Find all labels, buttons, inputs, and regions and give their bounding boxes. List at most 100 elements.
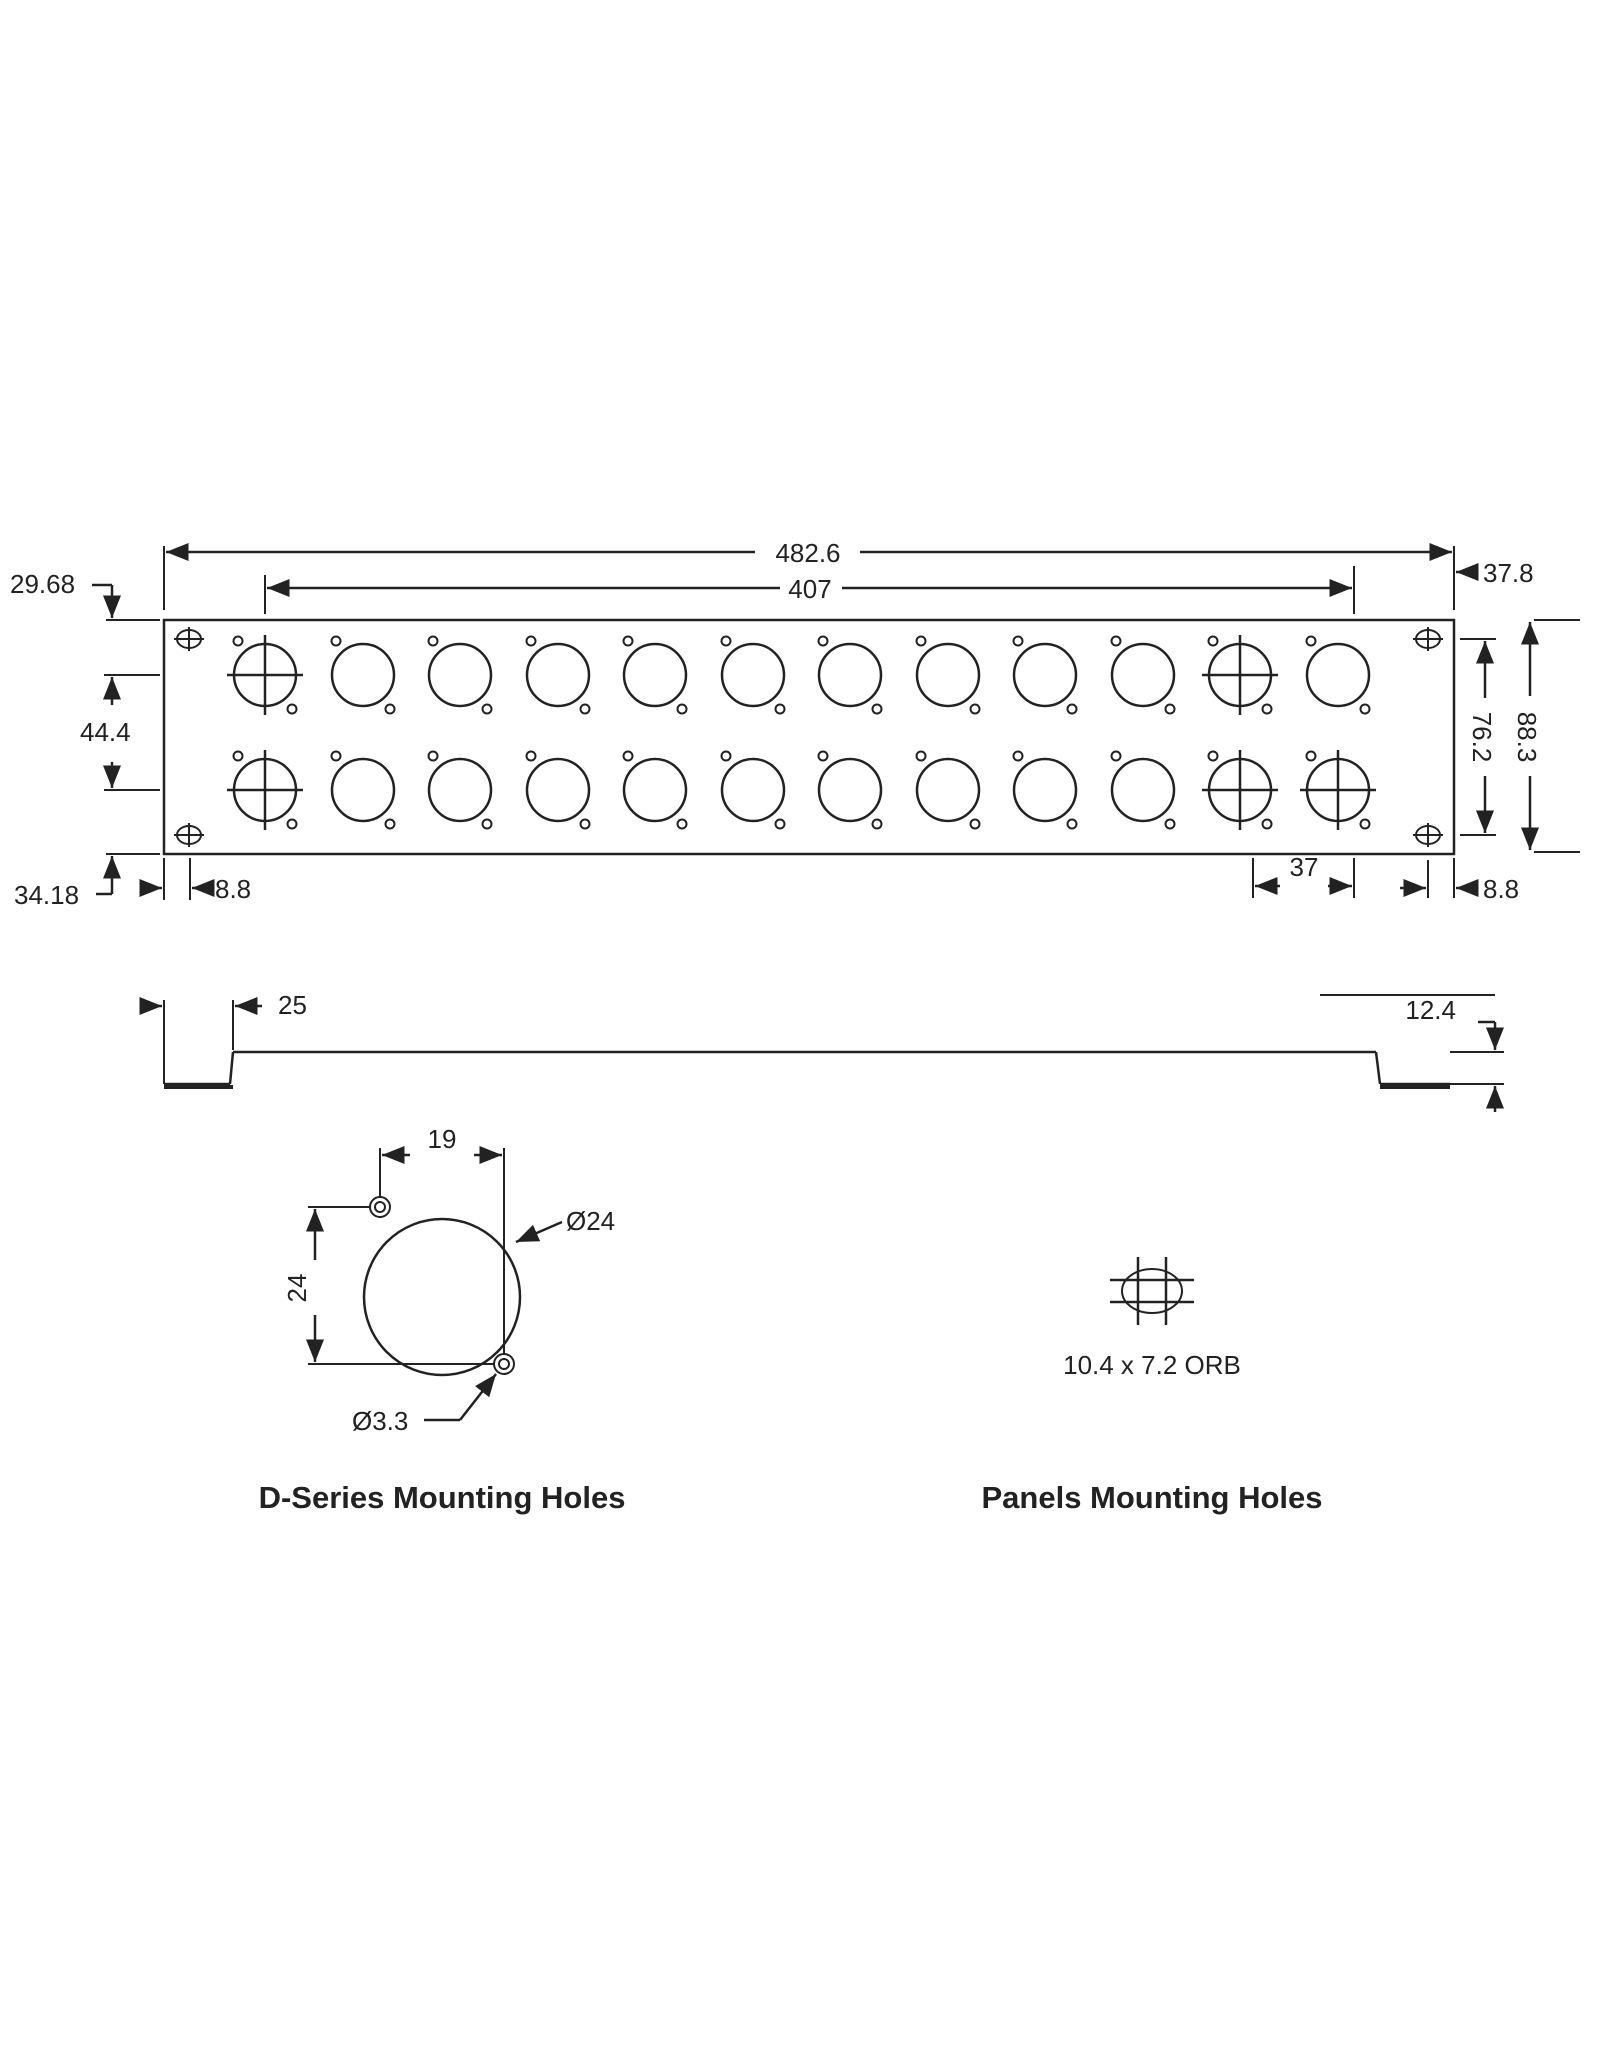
d-series-cutout [362,1217,522,1377]
connector-hole [227,750,303,830]
screw-hole-diameter-label: Ø3.3 [352,1406,408,1436]
right-mount-offset-label: 8.8 [1483,874,1519,904]
connector-screw-hole [286,818,298,830]
connector-hole [427,635,493,715]
hole-span-label: 407 [788,574,831,604]
dim-bottom-margin: 34.18 [14,853,160,910]
connector-hole [720,750,786,830]
connector-screw-hole [232,750,244,762]
rack-mount-hole [1413,627,1443,651]
screw-spacing-label: 19 [428,1124,457,1154]
row-spacing-label: 44.4 [80,717,131,747]
dim-right-mount-offset: 8.8 [1400,858,1519,904]
connector-screw-hole [1164,818,1176,830]
connector-screw-hole [330,750,342,762]
connector-screw-hole [1359,703,1371,715]
connector-screw-hole [969,703,981,715]
connector-hole [525,750,591,830]
connector-screw-hole [622,750,634,762]
front-view [162,618,1456,856]
connector-screw-hole [1305,635,1317,647]
connector-screw-hole [1207,635,1219,647]
connector-hole [915,750,981,830]
connector-hole [1110,635,1176,715]
connector-hole [817,635,883,715]
connector-screw-hole [481,703,493,715]
rack-mount-hole [1413,823,1443,847]
d-series-detail: 19 24 Ø24 Ø3.3 D-Series Mounting Holes [259,1124,626,1515]
overall-height-label: 88.3 [1512,712,1542,763]
connector-screw-hole [915,750,927,762]
connector-screw-hole [1012,635,1024,647]
connector-screw-hole [1110,750,1122,762]
connector-screw-hole [384,703,396,715]
side-view [164,1050,1450,1089]
dim-row-spacing: 44.4 [80,674,160,791]
connector-screw-hole [427,635,439,647]
connector-screw-hole [622,635,634,647]
connector-screw-hole [1261,818,1273,830]
connector-hole [1305,635,1371,715]
connector-screw-hole [384,818,396,830]
connector-hole [622,635,688,715]
dim-overall-height: 88.3 [1512,619,1580,853]
connector-hole [622,750,688,830]
cutout-diameter-label: Ø24 [566,1206,615,1236]
connector-screw-hole [676,818,688,830]
connector-hole [1012,750,1078,830]
mount-hole-spacing-label: 76.2 [1467,712,1497,763]
connector-screw-hole [286,703,298,715]
connector-screw-hole [1207,750,1219,762]
connector-screw-hole [481,818,493,830]
connector-pitch-label: 37 [1290,852,1319,882]
connector-screw-hole [1305,750,1317,762]
connector-screw-hole [1066,818,1078,830]
thickness-label: 12.4 [1405,995,1456,1025]
connector-screw-hole [871,703,883,715]
connector-hole [1110,750,1176,830]
panel-mount-caption: Panels Mounting Holes [981,1480,1322,1515]
connector-hole [330,635,396,715]
connector-screw-hole [774,703,786,715]
connector-screw-hole [525,635,537,647]
connector-screw-hole [427,750,439,762]
dim-top-margin: 29.68 [10,569,160,621]
connector-screw-hole [525,750,537,762]
connector-hole [817,750,883,830]
connector-screw-hole [1066,703,1078,715]
connector-screw-hole [330,635,342,647]
dim-thickness: 12.4 [1320,994,1504,1112]
connector-hole [330,750,396,830]
connector-hole [227,635,303,715]
rack-mounting-holes [174,627,1443,847]
connector-screw-hole [871,818,883,830]
connector-screw-hole [232,635,244,647]
dim-overall-width: 482.6 [163,538,1455,610]
dim-flange-depth: 25 [139,990,307,1084]
connector-screw-hole [676,703,688,715]
connector-hole [915,635,981,715]
right-offset-label: 37.8 [1483,558,1534,588]
connector-screw-hole [1261,703,1273,715]
dim-right-offset: 37.8 [1453,546,1534,588]
dim-hole-span: 407 [264,566,1355,614]
connector-screw-hole [1110,635,1122,647]
orb-slot-icon [1121,1268,1183,1314]
connector-screw-hole [720,750,732,762]
connector-hole [720,635,786,715]
rack-mount-hole [174,823,204,847]
connector-screw-hole [817,750,829,762]
flange-depth-label: 25 [278,990,307,1020]
rack-mount-hole [174,627,204,651]
dim-mount-hole-spacing: 76.2 [1460,638,1497,836]
connector-hole [1202,750,1278,830]
dim-left-mount-offset: 8.8 [139,858,251,904]
connector-screw-hole [1359,818,1371,830]
connector-screw-hole [774,818,786,830]
connector-screw-hole [579,818,591,830]
overall-width-label: 482.6 [775,538,840,568]
connector-screw-hole [1164,703,1176,715]
connector-hole [1300,750,1376,830]
panel-mount-detail: 10.4 x 7.2 ORB Panels Mounting Holes [981,1257,1323,1515]
d-series-caption: D-Series Mounting Holes [259,1480,626,1515]
